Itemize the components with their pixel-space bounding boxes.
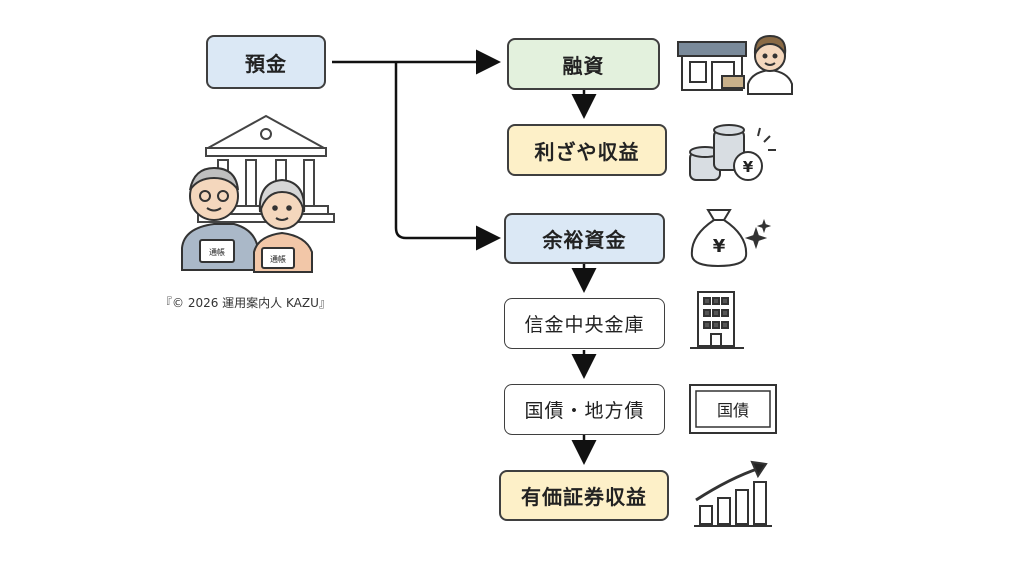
- elderly-couple-icon: [181, 166, 313, 273]
- money-bag-yen-symbol: ¥: [713, 236, 726, 257]
- loans-box: 融資: [507, 38, 660, 90]
- businessman-icon: [747, 34, 793, 95]
- shop-icon: [677, 41, 747, 91]
- yen-coins-icon: [689, 124, 776, 181]
- yen-coin-symbol: ¥: [743, 158, 754, 176]
- bonds-box: 国債・地方債: [504, 384, 665, 435]
- interest-margin-box: 利ざや収益: [507, 124, 667, 176]
- yen-money-bag-icon: [690, 209, 772, 268]
- surplus-funds-box: 余裕資金: [504, 213, 665, 264]
- growth-chart-icon: [694, 460, 772, 527]
- passbook-label-woman: 通帳: [270, 254, 286, 264]
- office-building-icon: [690, 291, 744, 349]
- copyright-caption: 『© 2026 運用案内人 KAZU』: [160, 296, 331, 310]
- bond-certificate-label: 国債: [717, 401, 749, 420]
- securities-income-box: 有価証券収益: [499, 470, 669, 521]
- bond-certificate-icon: [689, 384, 777, 434]
- arrow-deposit-to-surplus: [394, 62, 501, 251]
- shinkin-central-bank-box: 信金中央金庫: [504, 298, 665, 349]
- deposit-box: 預金: [206, 35, 326, 89]
- passbook-label-man: 通帳: [209, 247, 225, 257]
